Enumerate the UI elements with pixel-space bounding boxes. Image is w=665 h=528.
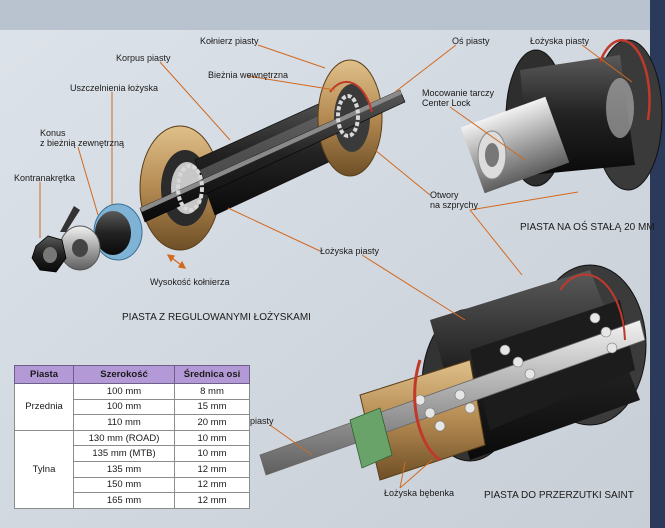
col-header-szerokosc: Szerokość: [73, 365, 175, 384]
label-mocowanie-tarczy: Mocowanie tarczy Center Lock: [422, 88, 495, 108]
label-wysokosc-kolnierza: Wysokość kołnierza: [150, 277, 229, 287]
label-kolnierz-piasty: Kołnierz piasty: [200, 36, 259, 46]
caption-stala: PIASTA NA OŚ STAŁĄ 20 MM: [520, 220, 655, 233]
label-os-piasty-top: Oś piasty: [452, 36, 490, 46]
cell-width: 150 mm: [73, 476, 175, 494]
thru-axle-hub-illustration: [460, 39, 663, 194]
cell-axle: 20 mm: [174, 414, 250, 431]
col-header-piasta: Piasta: [14, 365, 74, 384]
top-band: [0, 0, 665, 30]
group-tylna: Tylna: [14, 429, 74, 509]
cell-width: 100 mm: [73, 383, 175, 400]
label-lozyska-piasty-mid: Łożyska piasty: [320, 246, 380, 256]
cell-axle: 15 mm: [174, 398, 250, 416]
cell-axle: 10 mm: [174, 445, 250, 462]
table-row: 135 mm (MTB) 10 mm: [15, 445, 250, 462]
cell-axle: 10 mm: [174, 429, 250, 447]
cell-axle: 8 mm: [174, 383, 250, 400]
cell-width: 165 mm: [73, 492, 175, 509]
adjustable-hub-illustration: [139, 59, 406, 251]
cell-width: 135 mm: [73, 460, 175, 478]
label-korpus-piasty: Korpus piasty: [116, 53, 171, 63]
leader-lines: [39, 44, 633, 489]
exploded-parts: [31, 203, 143, 273]
label-kontranakretka: Kontranakrętka: [14, 173, 75, 183]
table-row: 110 mm 20 mm: [15, 414, 250, 431]
label-uszczelnienia-lozyska: Uszczelnienia łożyska: [70, 83, 158, 93]
caption-regulowane: PIASTA Z REGULOWANYMI ŁOŻYSKAMI: [122, 310, 311, 323]
cell-axle: 12 mm: [174, 492, 250, 509]
table-row: Tylna 130 mm (ROAD) 10 mm: [14, 429, 250, 509]
cell-width: 100 mm: [73, 398, 175, 416]
cell-width: 135 mm (MTB): [73, 445, 175, 462]
table-row: Przednia 100 mm 8 mm: [14, 383, 250, 431]
label-konus: Konus z bieżnią zewnętrzną: [40, 128, 125, 148]
cell-width: 130 mm (ROAD): [73, 429, 175, 447]
label-otwory: Otwory na szprychy: [430, 190, 479, 210]
cell-axle: 12 mm: [174, 476, 250, 494]
label-lozyska-piasty-top: Łożyska piasty: [530, 36, 590, 46]
label-os-piasty-bottom: Oś piasty: [236, 416, 274, 426]
group-przednia: Przednia: [14, 383, 74, 431]
label-lozyska-bebenka: Łożyska bębenka: [384, 488, 454, 498]
col-header-srednica: Średnica osi: [174, 365, 250, 384]
cell-axle: 12 mm: [174, 460, 250, 478]
saint-hub-illustration: [259, 264, 647, 481]
cell-width: 110 mm: [73, 414, 175, 431]
label-biezania-wewnetrzna: Bieżnia wewnętrzna: [208, 70, 288, 80]
caption-saint: PIASTA DO PRZERZUTKI SAINT: [484, 490, 634, 501]
hub-spec-table: Piasta Szerokość Średnica osi Przednia 1…: [14, 365, 250, 509]
table-row: 165 mm 12 mm: [15, 492, 250, 509]
flange-height-arrow: [166, 254, 187, 269]
